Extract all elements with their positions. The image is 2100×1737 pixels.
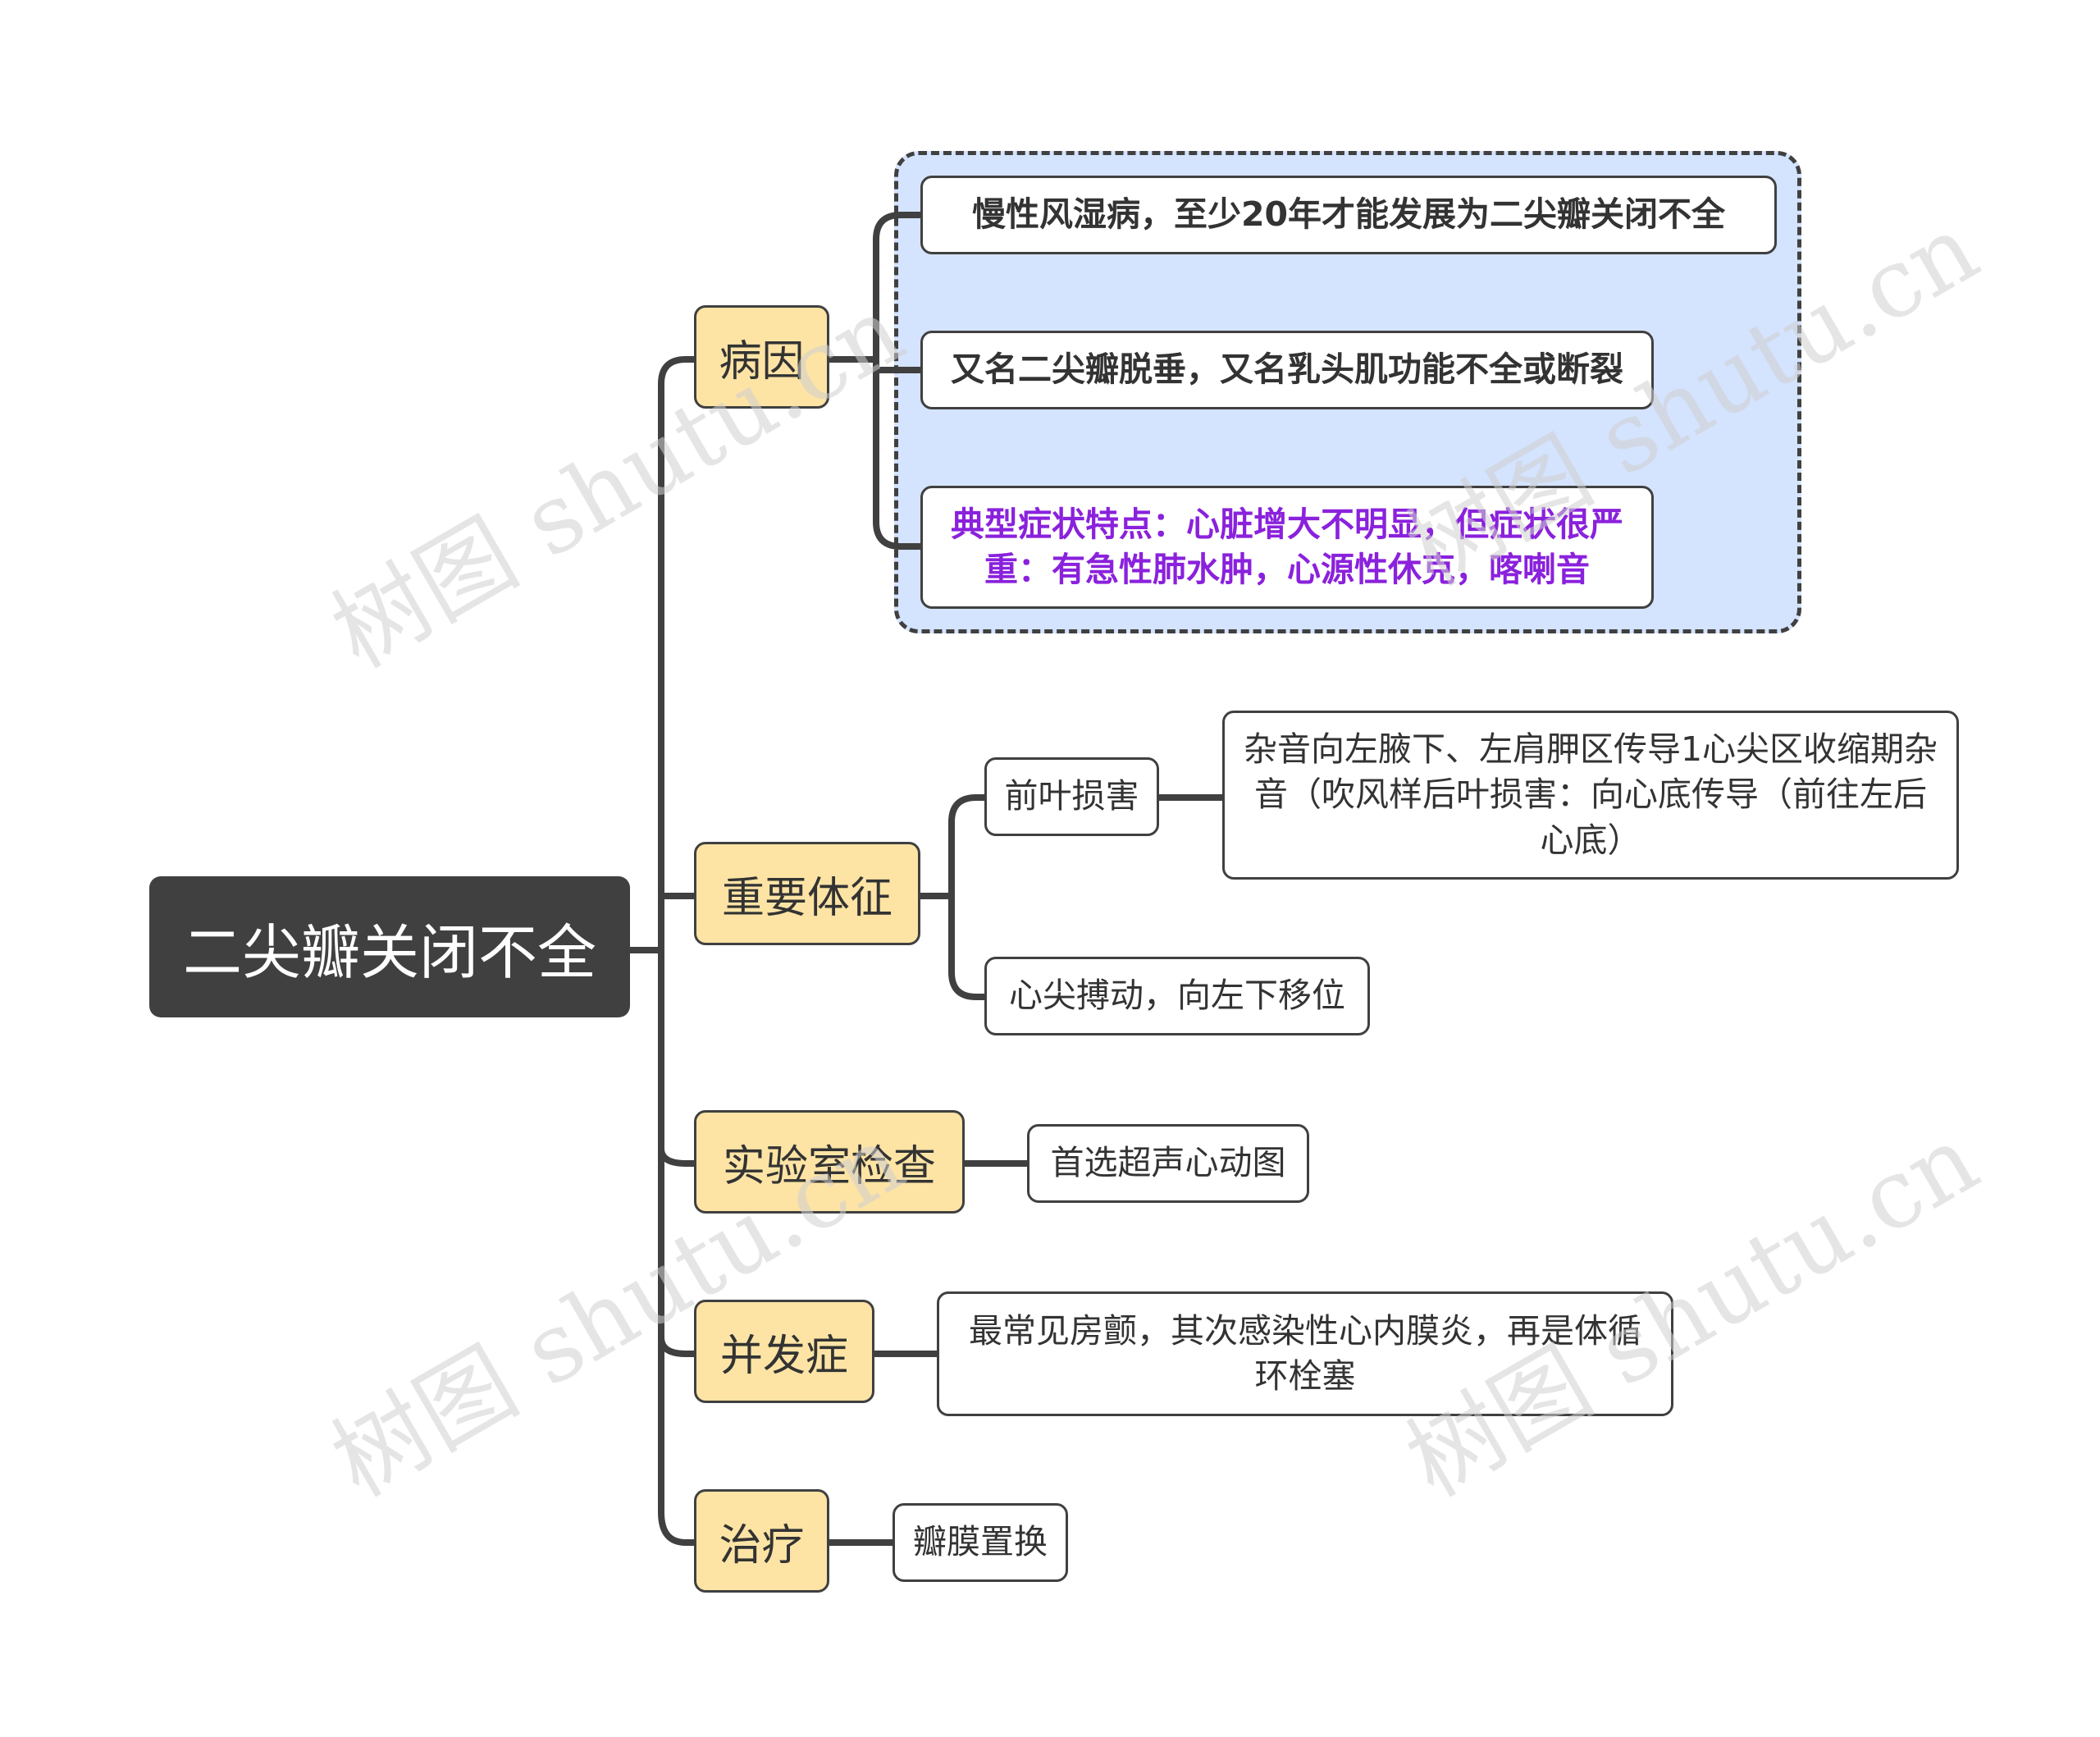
cause-item-3-text: 典型症状特点：心脏增大不明显，但症状很严重：有急性肺水肿，心源性休克，喀喇音 [951, 504, 1623, 589]
branch-lab-tests[interactable]: 实验室检查 [694, 1110, 965, 1214]
connector-cause-1 [873, 212, 924, 243]
cause-item-1-text: 慢性风湿病，至少20年才能发展为二尖瓣关闭不全 [971, 194, 1726, 235]
cause-item-typical-symptoms[interactable]: 典型症状特点：心脏增大不明显，但症状很严重：有急性肺水肿，心源性休克，喀喇音 [920, 486, 1654, 609]
cause-item-rheumatic[interactable]: 慢性风湿病，至少20年才能发展为二尖瓣关闭不全 [920, 176, 1777, 254]
signs-detail-text: 杂音向左腋下、左肩胛区传导1心尖区收缩期杂音（吹风样后叶损害：向心底传导（前往左… [1243, 729, 1938, 860]
connector-cause-3 [873, 519, 924, 550]
lab-item-text: 首选超声心动图 [1050, 1143, 1286, 1183]
treatment-item-valve-replacement[interactable]: 瓣膜置换 [892, 1503, 1068, 1582]
branch-cause[interactable]: 病因 [694, 305, 829, 409]
connector-signs-2 [948, 969, 988, 1000]
branch-treatment[interactable]: 治疗 [694, 1489, 829, 1593]
signs-item-apex-beat[interactable]: 心尖搏动，向左下移位 [984, 957, 1370, 1035]
signs-item-2-text: 心尖搏动，向左下移位 [1009, 976, 1345, 1016]
cause-item-2-text: 又名二尖瓣脱垂，又名乳头肌功能不全或断裂 [951, 350, 1623, 390]
root-topic[interactable]: 二尖瓣关闭不全 [149, 876, 630, 1017]
connector-signs-1 [948, 794, 988, 825]
connector-cause [658, 356, 697, 387]
branch-cause-label: 病因 [719, 336, 805, 386]
complications-item[interactable]: 最常见房颤，其次感染性心内膜炎，再是体循环栓塞 [937, 1291, 1673, 1416]
signs-detail-murmur[interactable]: 杂音向左腋下、左肩胛区传导1心尖区收缩期杂音（吹风样后叶损害：向心底传导（前往左… [1222, 711, 1959, 880]
lab-item-echocardiography[interactable]: 首选超声心动图 [1027, 1124, 1309, 1203]
branch-complications[interactable]: 并发症 [694, 1300, 874, 1403]
connector-complications [658, 1334, 697, 1357]
signs-item-anterior-leaflet[interactable]: 前叶损害 [984, 757, 1159, 836]
branch-lab-label: 实验室检查 [722, 1141, 936, 1191]
branch-complications-label: 并发症 [719, 1331, 848, 1381]
signs-item-1-text: 前叶损害 [1004, 776, 1139, 816]
branch-important-signs[interactable]: 重要体征 [694, 842, 920, 945]
complications-item-text: 最常见房颤，其次感染性心内膜炎，再是体循环栓塞 [969, 1310, 1641, 1396]
connector-treatment [658, 1509, 697, 1546]
treatment-item-text: 瓣膜置换 [913, 1522, 1048, 1562]
root-topic-label: 二尖瓣关闭不全 [182, 917, 596, 987]
branch-treatment-label: 治疗 [719, 1520, 805, 1570]
branch-signs-label: 重要体征 [721, 873, 892, 923]
connector-lab [658, 1145, 697, 1167]
cause-item-prolapse[interactable]: 又名二尖瓣脱垂，又名乳头肌功能不全或断裂 [920, 331, 1654, 409]
